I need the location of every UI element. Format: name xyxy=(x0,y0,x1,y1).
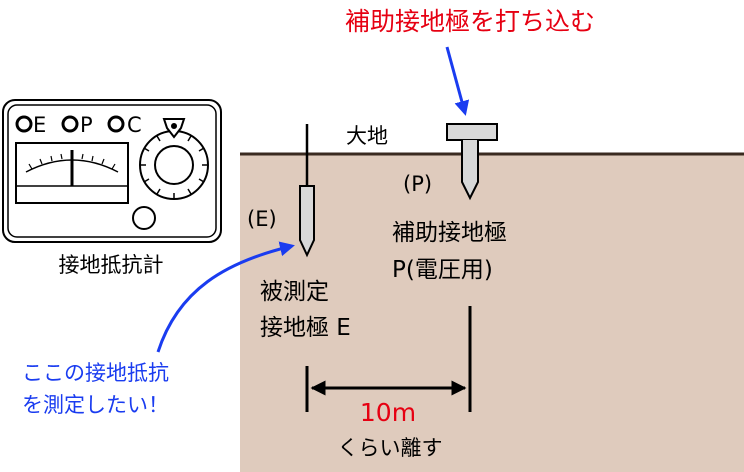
soil-region xyxy=(240,154,744,472)
measured-electrode-e xyxy=(299,124,315,258)
terminal-p-icon xyxy=(61,115,79,133)
instruction-arrow xyxy=(445,46,470,116)
question-line1: ここの接地抵抗 xyxy=(22,361,169,385)
terminal-c-label: C xyxy=(127,113,142,137)
push-button-icon xyxy=(132,206,156,230)
ground-label: 大地 xyxy=(346,124,388,148)
question-arrow xyxy=(156,241,295,353)
auxiliary-instruction-text: 補助接地極を打ち込む xyxy=(345,7,595,36)
measured-electrode-line1: 被測定 xyxy=(260,279,329,305)
question-line2: を測定したい！ xyxy=(22,393,169,417)
terminal-e-label: E xyxy=(33,113,46,137)
terminal-e-icon xyxy=(15,115,33,133)
distance-note: くらい離す xyxy=(338,436,443,460)
terminal-p-label: P xyxy=(80,113,93,137)
dial-pointer-icon xyxy=(162,118,186,139)
distance-value: 10m xyxy=(360,398,416,427)
aux-electrode-line1: 補助接地極 xyxy=(392,220,507,246)
measured-electrode-line2: 接地極 E xyxy=(260,315,351,341)
aux-electrode-line2: P(電圧用) xyxy=(392,257,493,283)
p-tag-label: (P) xyxy=(403,172,432,196)
earth-resistance-meter: E P C xyxy=(2,99,222,243)
meter-name-label: 接地抵抗計 xyxy=(59,253,164,277)
e-tag-label: (E) xyxy=(247,207,277,231)
terminal-c-icon xyxy=(107,115,125,133)
auxiliary-electrode-p xyxy=(446,123,498,201)
